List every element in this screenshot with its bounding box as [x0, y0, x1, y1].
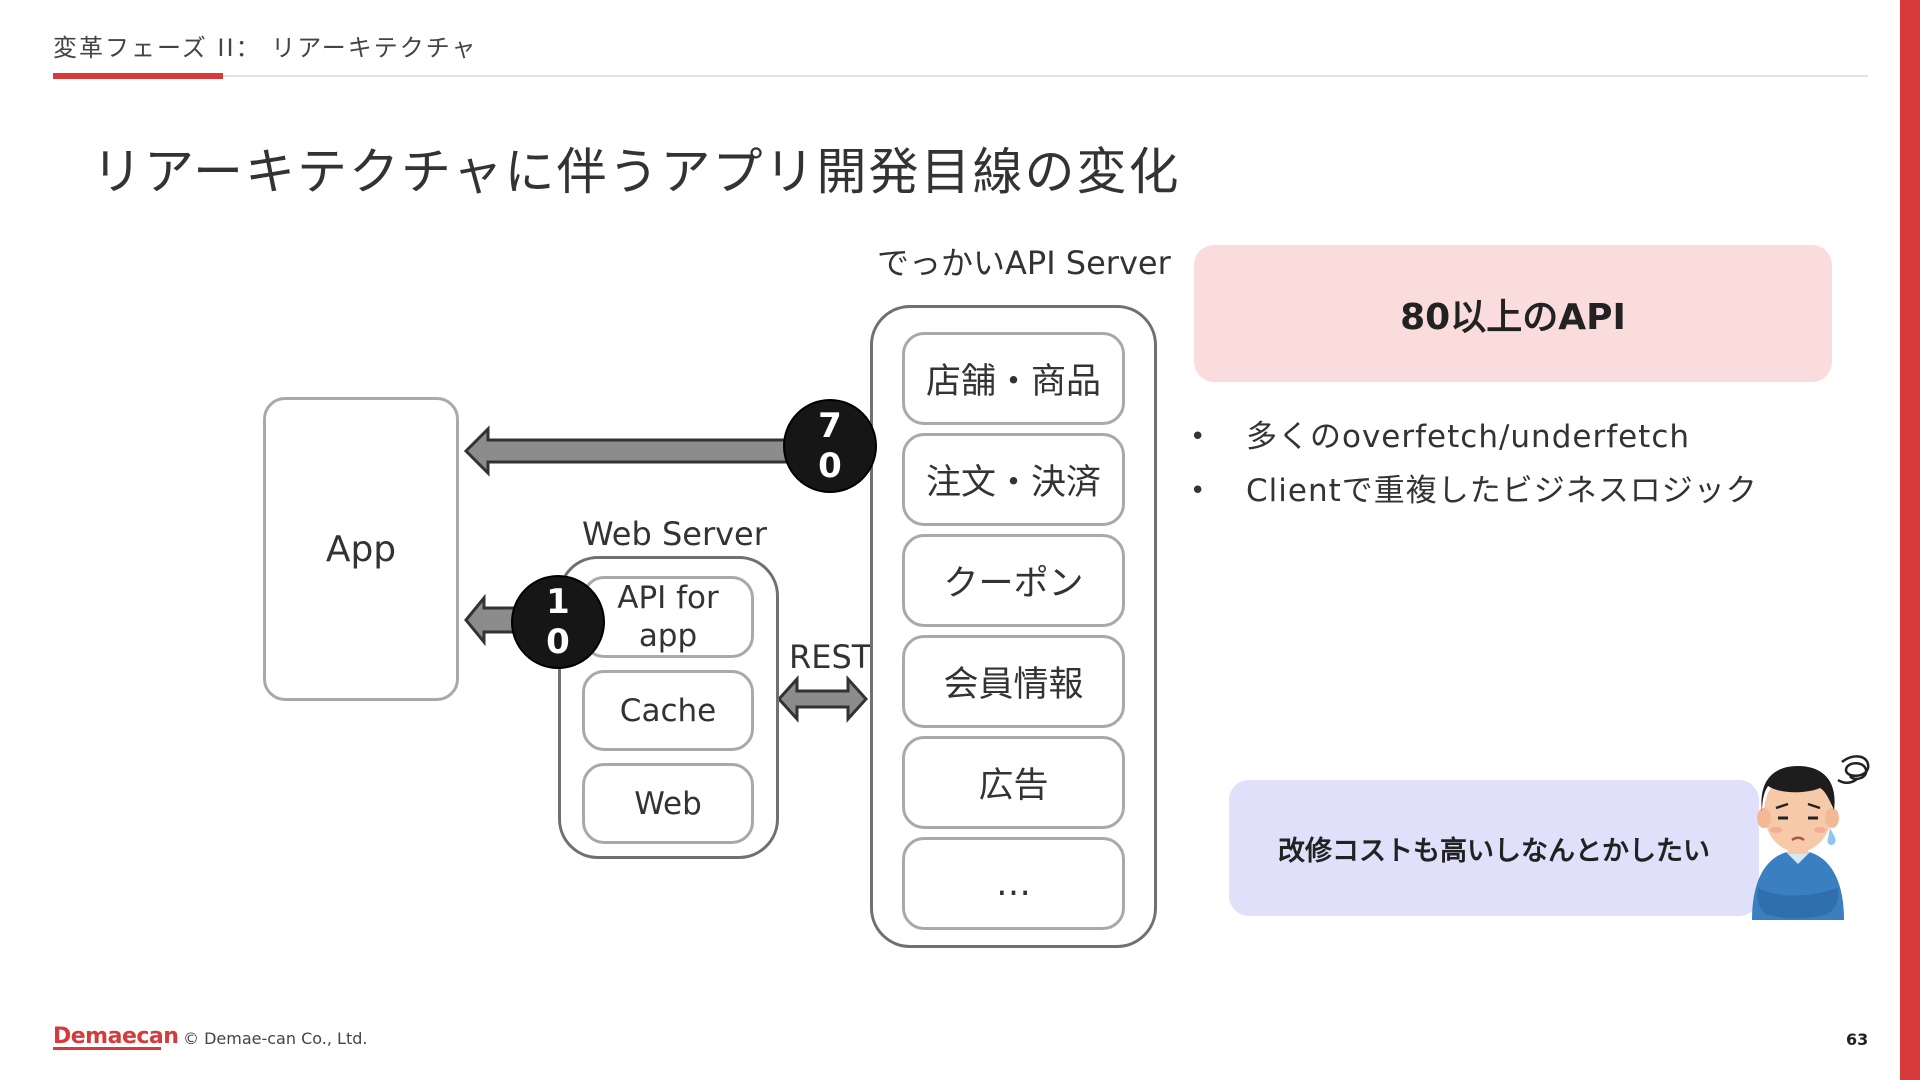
- logo-underline: [53, 1047, 161, 1050]
- web-server-item-api: API for app: [582, 576, 754, 658]
- bullet-dot: •: [1190, 422, 1207, 452]
- bullet-dot: •: [1190, 476, 1207, 506]
- page-number: 63: [1846, 1030, 1869, 1049]
- bullet-list: • 多くのoverfetch/underfetch • Clientで重複したビジネ…: [1190, 410, 1758, 518]
- copyright-text: © Demae-can Co., Ltd.: [183, 1029, 368, 1048]
- api-item-more: …: [902, 837, 1125, 930]
- api-item-ads: 広告: [902, 736, 1125, 829]
- app-node: App: [263, 397, 459, 701]
- bullet-item: • Clientで重複したビジネスロジック: [1190, 464, 1758, 518]
- api-item-store-product: 店舗・商品: [902, 332, 1125, 425]
- worried-person-icon: [1752, 755, 1870, 920]
- bullet-item: • 多くのoverfetch/underfetch: [1190, 410, 1758, 464]
- section-label: 変革フェーズ II： リアーキテクチャ: [53, 34, 478, 62]
- api-item-order-payment: 注文・決済: [902, 433, 1125, 526]
- badge-api-count-small: 1 0: [511, 575, 605, 669]
- web-server-item-web: Web: [582, 763, 754, 844]
- arrow-api-to-app: [463, 425, 792, 477]
- api-item-member-info: 会員情報: [902, 635, 1125, 728]
- highlight-box: 80以上のAPI: [1194, 245, 1832, 382]
- bullet-text: 多くのoverfetch/underfetch: [1246, 419, 1691, 455]
- web-server-item-cache: Cache: [582, 670, 754, 751]
- right-accent-bar: [1900, 0, 1920, 1080]
- rest-label: REST: [789, 638, 872, 676]
- header-accent-bar: [53, 73, 223, 79]
- note-box: 改修コストも高いしなんとかしたい: [1229, 780, 1759, 916]
- badge-api-count-big: 7 0: [783, 399, 877, 493]
- arrow-rest: [776, 675, 869, 723]
- demaecan-logo: Demaecan: [53, 1024, 179, 1049]
- header-divider: [53, 75, 1868, 77]
- web-server-label: Web Server: [582, 515, 767, 553]
- slide-title: リアーキテクチャに伴うアプリ開発目線の変化: [92, 143, 1181, 201]
- bullet-text: Clientで重複したビジネスロジック: [1246, 473, 1758, 509]
- api-server-label: でっかいAPI Server: [877, 244, 1171, 282]
- api-item-coupon: クーポン: [902, 534, 1125, 627]
